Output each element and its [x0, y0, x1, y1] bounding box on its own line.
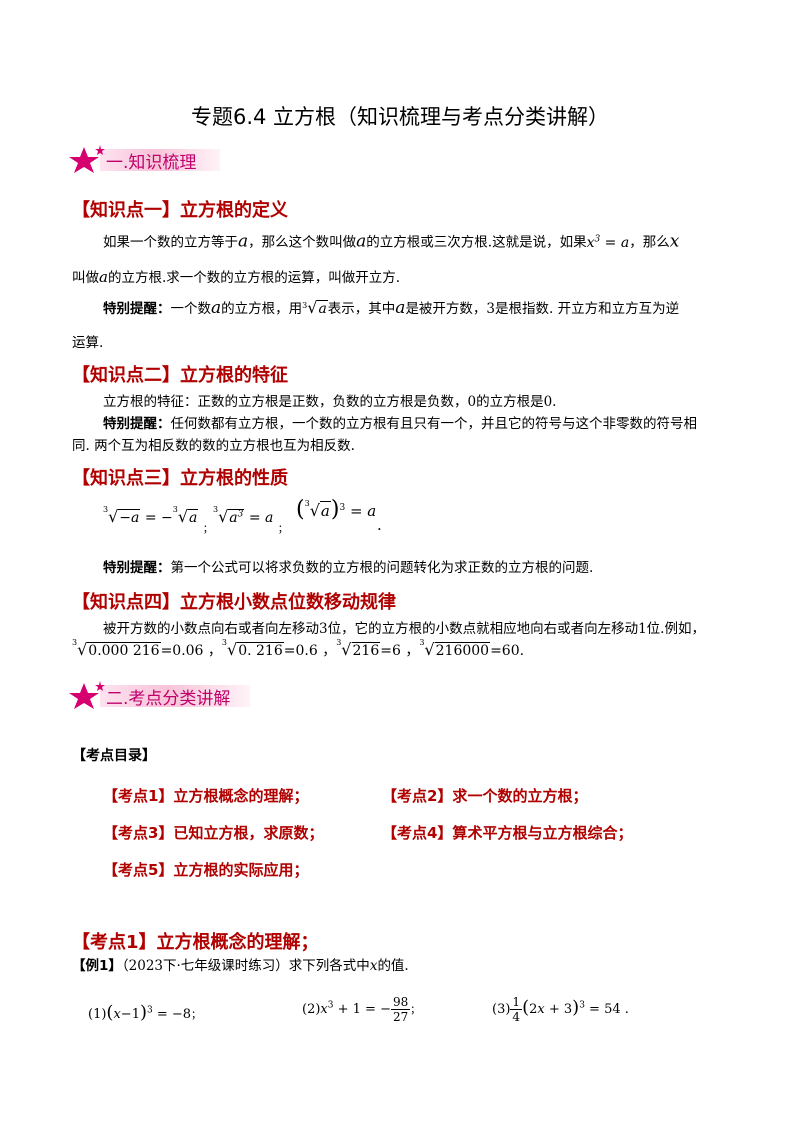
kp4-heading: 【知识点四】立方根小数点位数移动规律	[72, 592, 396, 613]
formula-1: 3√−a = −3√a ；	[103, 505, 213, 535]
kp1-heading: 【知识点一】立方根的定义	[72, 200, 288, 221]
catalog-item: 【考点3】已知立方根，求原数；	[103, 824, 324, 842]
catalog-item: 【考点5】立方根的实际应用；	[103, 861, 309, 879]
kp2-line1: 立方根的特征：正数的立方根是正数，负数的立方根是负数，0的立方根是0.	[103, 394, 557, 410]
kp2-tip-cont: 同. 两个互为相反数的数的立方根也互为相反数.	[72, 438, 355, 454]
catalog-item: 【考点2】求一个数的立方根；	[382, 787, 588, 805]
kp1-tip-cont: 运算.	[72, 335, 104, 351]
catalog-heading: 【考点目录】	[72, 748, 156, 764]
section-title: 二.考点分类讲解	[106, 689, 231, 709]
kp1-tip: 特别提醒：一个数a的立方根，用3√a表示，其中a是被开方数，3是根指数. 开立方…	[103, 298, 680, 318]
kp3-heading: 【知识点三】立方根的性质	[72, 468, 288, 489]
catalog-item: 【考点1】立方根概念的理解；	[103, 787, 309, 805]
star-icon	[69, 145, 105, 173]
topic1-heading: 【考点1】立方根概念的理解；	[72, 932, 319, 953]
formula-3: (3√a)3 = a .	[296, 497, 382, 534]
kp1-line1: 如果一个数的立方等于a，那么这个数叫做a的立方根或三次方根.这就是说，如果x3 …	[103, 231, 680, 252]
catalog-item: 【考点4】算术平方根与立方根综合；	[382, 824, 633, 842]
section-banner-knowledge: 一.知识梳理	[66, 145, 266, 173]
section-title: 一.知识梳理	[106, 153, 197, 173]
kp4-examples: 3√0.000 216=0.06 ，3√0. 216=0.6 ，3√216=6 …	[72, 638, 525, 659]
star-icon	[69, 681, 105, 709]
page-title: 专题6.4 立方根（知识梳理与考点分类讲解）	[190, 105, 610, 129]
example-1-intro: 【例1】（2023下·七年级课时练习）求下列各式中x的值.	[72, 958, 409, 974]
kp2-tip: 特别提醒：任何数都有立方根，一个数的立方根有且只有一个，并且它的符号与这个非零数…	[103, 416, 697, 432]
formula-2: 3√a3 = a ；	[213, 505, 288, 535]
kp2-heading: 【知识点二】立方根的特征	[72, 365, 288, 386]
section-banner-topics: 二.考点分类讲解	[66, 681, 286, 709]
question-1: (1)(x−1)3 = −8；	[88, 1002, 202, 1023]
kp4-line1: 被开方数的小数点向右或者向左移动3位，它的立方根的小数点就相应地向右或者向左移动…	[103, 621, 705, 637]
kp1-line2: 叫做a的立方根.求一个数的立方根的运算，叫做开立方.	[72, 268, 401, 286]
kp3-tip: 特别提醒：第一个公式可以将求负数的立方根的问题转化为求正数的立方根的问题.	[103, 560, 594, 576]
